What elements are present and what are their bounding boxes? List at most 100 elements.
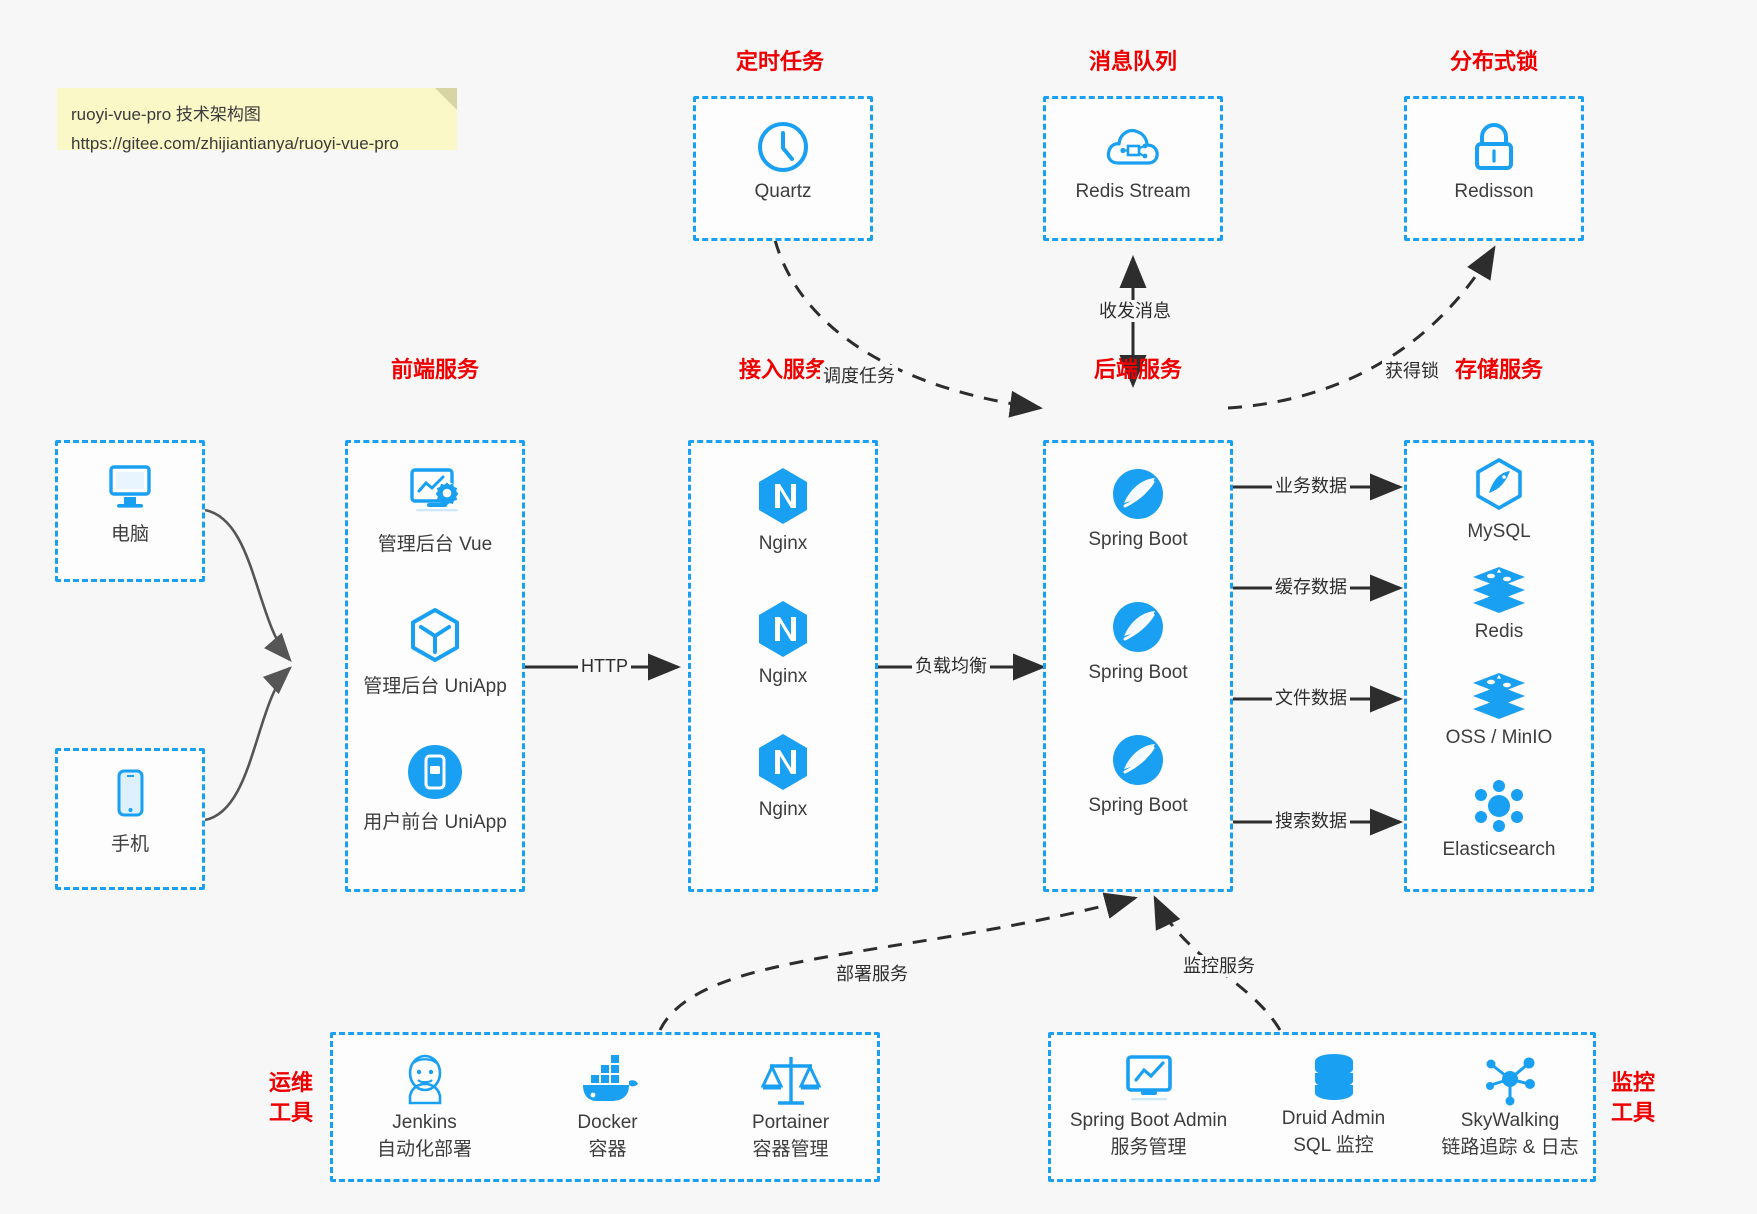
node-label: Jenkins bbox=[392, 1112, 457, 1133]
node-label: SkyWalking bbox=[1460, 1110, 1560, 1131]
node-label: Spring Boot bbox=[1088, 795, 1188, 816]
diagram-note: ruoyi-vue-pro 技术架构图 https://gitee.com/zh… bbox=[57, 88, 457, 153]
node-mysql[interactable]: MySQL bbox=[1407, 457, 1591, 543]
group-title-scheduler: 定时任务 bbox=[735, 49, 824, 74]
group-title-devops: 运维 工具 bbox=[258, 1068, 324, 1128]
node-label: Druid Admin bbox=[1281, 1108, 1386, 1129]
skywalking-icon bbox=[1486, 1057, 1535, 1106]
note-fold-icon bbox=[435, 88, 457, 110]
elasticsearch-icon bbox=[1475, 780, 1523, 832]
group-backend[interactable]: Spring Boot Spring Boot Spring Boot bbox=[1043, 440, 1233, 892]
node-label: 管理后台 UniApp bbox=[363, 676, 507, 697]
node-redisson[interactable]: Redisson bbox=[1407, 119, 1581, 203]
dashboard-gear-icon bbox=[410, 468, 459, 512]
node-nginx-2[interactable]: Nginx bbox=[691, 598, 875, 688]
edge-label-http: HTTP bbox=[578, 655, 631, 677]
node-pc[interactable]: 电脑 bbox=[58, 461, 202, 546]
node-redis-stream[interactable]: Redis Stream bbox=[1046, 119, 1220, 203]
node-redis[interactable]: Redis bbox=[1407, 563, 1591, 643]
edge-label-business-data: 业务数据 bbox=[1272, 475, 1350, 497]
edge-label-schedule-task: 调度任务 bbox=[820, 365, 898, 387]
group-title-backend: 后端服务 bbox=[1093, 357, 1182, 382]
node-user-uniapp[interactable]: 用户前台 UniApp bbox=[348, 743, 522, 834]
node-sublabel: 链路追踪 & 日志 bbox=[1441, 1137, 1579, 1158]
node-spring-boot-1[interactable]: Spring Boot bbox=[1046, 465, 1230, 551]
group-lock[interactable]: Redisson bbox=[1404, 96, 1584, 241]
node-label: 电脑 bbox=[110, 524, 149, 545]
node-jenkins[interactable]: Jenkins 自动化部署 bbox=[333, 1051, 516, 1163]
mobile-app-icon bbox=[408, 745, 462, 799]
group-client-mobile[interactable]: 手机 bbox=[55, 748, 205, 890]
edge-label-search-data: 搜索数据 bbox=[1272, 810, 1350, 832]
group-gateway[interactable]: Nginx Nginx Nginx bbox=[688, 440, 878, 892]
database-icon bbox=[1314, 1054, 1353, 1100]
node-sublabel: 自动化部署 bbox=[376, 1139, 472, 1160]
portainer-icon bbox=[760, 1057, 821, 1105]
group-mq[interactable]: Redis Stream bbox=[1043, 96, 1223, 241]
node-label: 手机 bbox=[110, 834, 149, 855]
node-label: Redis bbox=[1474, 621, 1524, 642]
node-quartz[interactable]: Quartz bbox=[696, 119, 870, 203]
phone-icon bbox=[117, 769, 144, 817]
node-label: Nginx bbox=[758, 533, 808, 554]
group-title-gateway: 接入服务 bbox=[738, 357, 827, 382]
cube-icon bbox=[411, 608, 459, 662]
node-sublabel: 服务管理 bbox=[1110, 1137, 1187, 1158]
node-spring-boot-2[interactable]: Spring Boot bbox=[1046, 598, 1230, 684]
node-label: Quartz bbox=[754, 181, 812, 202]
node-sublabel: 容器 bbox=[588, 1139, 627, 1160]
node-mobile[interactable]: 手机 bbox=[58, 767, 202, 856]
node-druid-admin[interactable]: Druid Admin SQL 监控 bbox=[1246, 1051, 1421, 1159]
node-spring-boot-admin[interactable]: Spring Boot Admin 服务管理 bbox=[1051, 1051, 1246, 1161]
node-admin-vue[interactable]: 管理后台 Vue bbox=[348, 465, 522, 556]
group-title-lock: 分布式锁 bbox=[1449, 49, 1538, 74]
node-spring-boot-3[interactable]: Spring Boot bbox=[1046, 731, 1230, 817]
node-nginx-1[interactable]: Nginx bbox=[691, 465, 875, 555]
node-docker[interactable]: Docker 容器 bbox=[516, 1051, 699, 1163]
node-elasticsearch[interactable]: Elasticsearch bbox=[1407, 779, 1591, 861]
redis-icon bbox=[1473, 567, 1525, 613]
nginx-icon bbox=[759, 601, 807, 657]
group-storage[interactable]: MySQL Redis OSS / MinIO bbox=[1404, 440, 1594, 892]
node-label: 管理后台 Vue bbox=[377, 534, 493, 555]
edge-label-file-data: 文件数据 bbox=[1272, 687, 1350, 709]
oss-icon bbox=[1473, 673, 1525, 719]
node-label: Portainer bbox=[751, 1112, 830, 1133]
group-devops[interactable]: Jenkins 自动化部署 Docker 容器 bbox=[330, 1032, 880, 1182]
node-label: Spring Boot Admin bbox=[1069, 1110, 1228, 1131]
padlock-icon bbox=[1475, 123, 1513, 170]
node-nginx-3[interactable]: Nginx bbox=[691, 731, 875, 821]
group-monitor[interactable]: Spring Boot Admin 服务管理 Druid Admin SQL 监… bbox=[1048, 1032, 1596, 1182]
spring-boot-icon bbox=[1113, 735, 1163, 785]
node-label: OSS / MinIO bbox=[1445, 727, 1553, 748]
edge-label-load-balance: 负载均衡 bbox=[912, 655, 990, 677]
group-title-storage: 存储服务 bbox=[1454, 357, 1543, 382]
group-client-pc[interactable]: 电脑 bbox=[55, 440, 205, 582]
group-title-monitor-line2: 工具 bbox=[1610, 1100, 1655, 1125]
group-scheduler[interactable]: Quartz bbox=[693, 96, 873, 241]
docker-icon bbox=[582, 1055, 638, 1101]
desktop-icon bbox=[109, 465, 151, 508]
group-title-frontend: 前端服务 bbox=[390, 357, 479, 382]
mysql-icon bbox=[1476, 458, 1522, 510]
node-sublabel: SQL 监控 bbox=[1293, 1135, 1374, 1156]
group-title-devops-line1: 运维 bbox=[268, 1070, 313, 1095]
node-label: Spring Boot bbox=[1088, 662, 1188, 683]
group-title-devops-line2: 工具 bbox=[268, 1100, 313, 1125]
note-line-2: https://gitee.com/zhijiantianya/ruoyi-vu… bbox=[71, 134, 399, 153]
node-skywalking[interactable]: SkyWalking 链路追踪 & 日志 bbox=[1421, 1051, 1599, 1161]
node-oss-minio[interactable]: OSS / MinIO bbox=[1407, 669, 1591, 749]
node-admin-uniapp[interactable]: 管理后台 UniApp bbox=[348, 605, 522, 698]
node-label: Elasticsearch bbox=[1442, 839, 1556, 860]
clock-icon bbox=[758, 122, 808, 172]
note-line-1: ruoyi-vue-pro 技术架构图 bbox=[71, 105, 261, 124]
group-title-monitor: 监控 工具 bbox=[1600, 1068, 1666, 1128]
jenkins-icon bbox=[408, 1054, 441, 1105]
edge-label-monitor-service: 监控服务 bbox=[1180, 955, 1258, 977]
node-label: MySQL bbox=[1467, 521, 1531, 542]
nginx-icon bbox=[759, 468, 807, 524]
node-portainer[interactable]: Portainer 容器管理 bbox=[699, 1051, 882, 1163]
node-label: Nginx bbox=[758, 666, 808, 687]
node-label: Redis Stream bbox=[1075, 181, 1191, 202]
group-frontend[interactable]: 管理后台 Vue 管理后台 UniApp 用户前台 UniApp bbox=[345, 440, 525, 892]
